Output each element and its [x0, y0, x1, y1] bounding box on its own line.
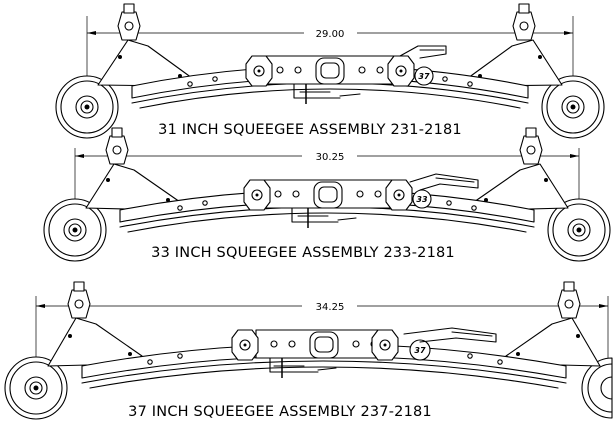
left-caster-bracket: [117, 11, 141, 41]
right-caster-bracket: [519, 135, 543, 165]
right-wheel: [541, 75, 605, 139]
lower-hardware: [291, 207, 339, 223]
dimension-value: 34.25: [316, 302, 345, 313]
right-wheel: [547, 198, 611, 262]
left-wheel: [4, 356, 68, 420]
assembly-label: 33 INCH SQUEEGEE ASSEMBLY 233-2181: [151, 245, 455, 261]
assembly-33-inch: 30.25: [43, 127, 611, 262]
right-wheel: [581, 357, 613, 419]
right-caster-bracket: [512, 11, 536, 41]
assembly-label: 31 INCH SQUEEGEE ASSEMBLY 231-2181: [158, 122, 462, 138]
assembly-label: 37 INCH SQUEEGEE ASSEMBLY 237-2181: [128, 404, 432, 420]
latch: [409, 173, 479, 191]
latch: [403, 327, 497, 343]
assembly-37-inch: 34.25: [4, 281, 613, 420]
frame-holes: [147, 353, 503, 365]
lower-hardware: [269, 357, 319, 373]
right-caster-bracket: [557, 289, 581, 319]
frame-holes: [187, 76, 473, 87]
assembly-31-inch: 29.00: [55, 3, 605, 139]
part-mark: 37: [414, 346, 426, 355]
part-mark-disc: [412, 189, 432, 209]
left-caster-bracket: [67, 289, 91, 319]
frame-holes: [177, 200, 477, 211]
left-caster-bracket: [105, 135, 129, 165]
part-mark-disc: [414, 66, 434, 86]
left-wheel: [43, 198, 107, 262]
latch: [399, 45, 447, 59]
part-mark-disc: [409, 339, 431, 361]
dimension-value: 30.25: [316, 152, 345, 163]
dimension-value: 29.00: [316, 29, 345, 40]
lower-hardware: [293, 83, 341, 99]
part-mark: 33: [416, 195, 428, 204]
left-wheel: [55, 75, 119, 139]
part-mark: 37: [418, 72, 430, 81]
